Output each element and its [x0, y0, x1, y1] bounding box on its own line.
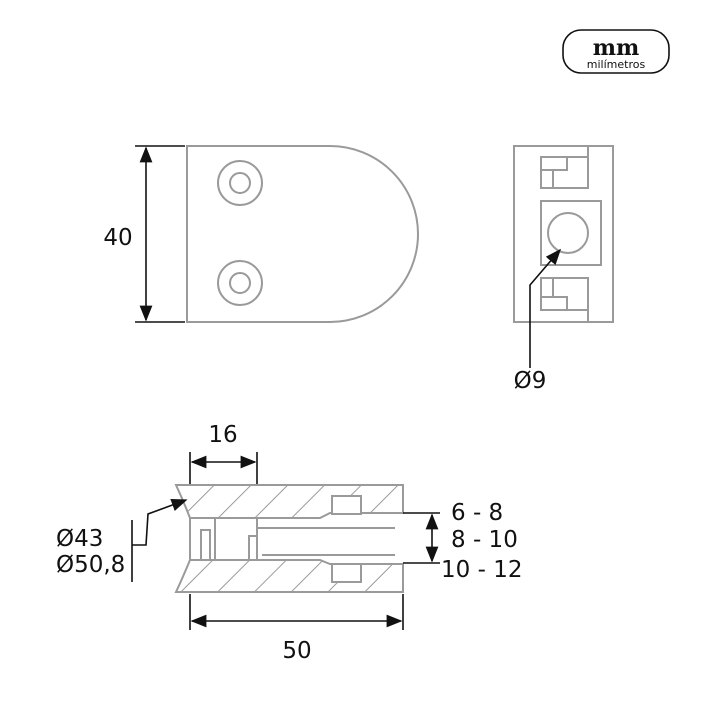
- tube-diameter-2: Ø50,8: [56, 552, 125, 578]
- logo-unit-text: milímetros: [587, 58, 646, 71]
- glass-thickness-2: 8 - 10: [451, 527, 518, 553]
- tube-diameter-1: Ø43: [56, 526, 103, 552]
- depth-dimension: 16: [208, 422, 237, 448]
- logo-mark: mm: [593, 35, 640, 61]
- height-dimension: 40: [103, 225, 132, 251]
- glass-thickness-3: 10 - 12: [441, 557, 522, 583]
- side-view: Ø9: [513, 145, 614, 394]
- hole-diameter-label: Ø9: [514, 368, 547, 394]
- length-dimension: 50: [282, 638, 311, 664]
- units-logo: mm milímetros: [562, 29, 670, 74]
- glass-thickness-1: 6 - 8: [451, 500, 503, 526]
- section-view: 16 50 Ø43 Ø50,8 6 - 8 8 - 10 10 - 12: [56, 422, 522, 664]
- front-view: 40: [103, 145, 419, 323]
